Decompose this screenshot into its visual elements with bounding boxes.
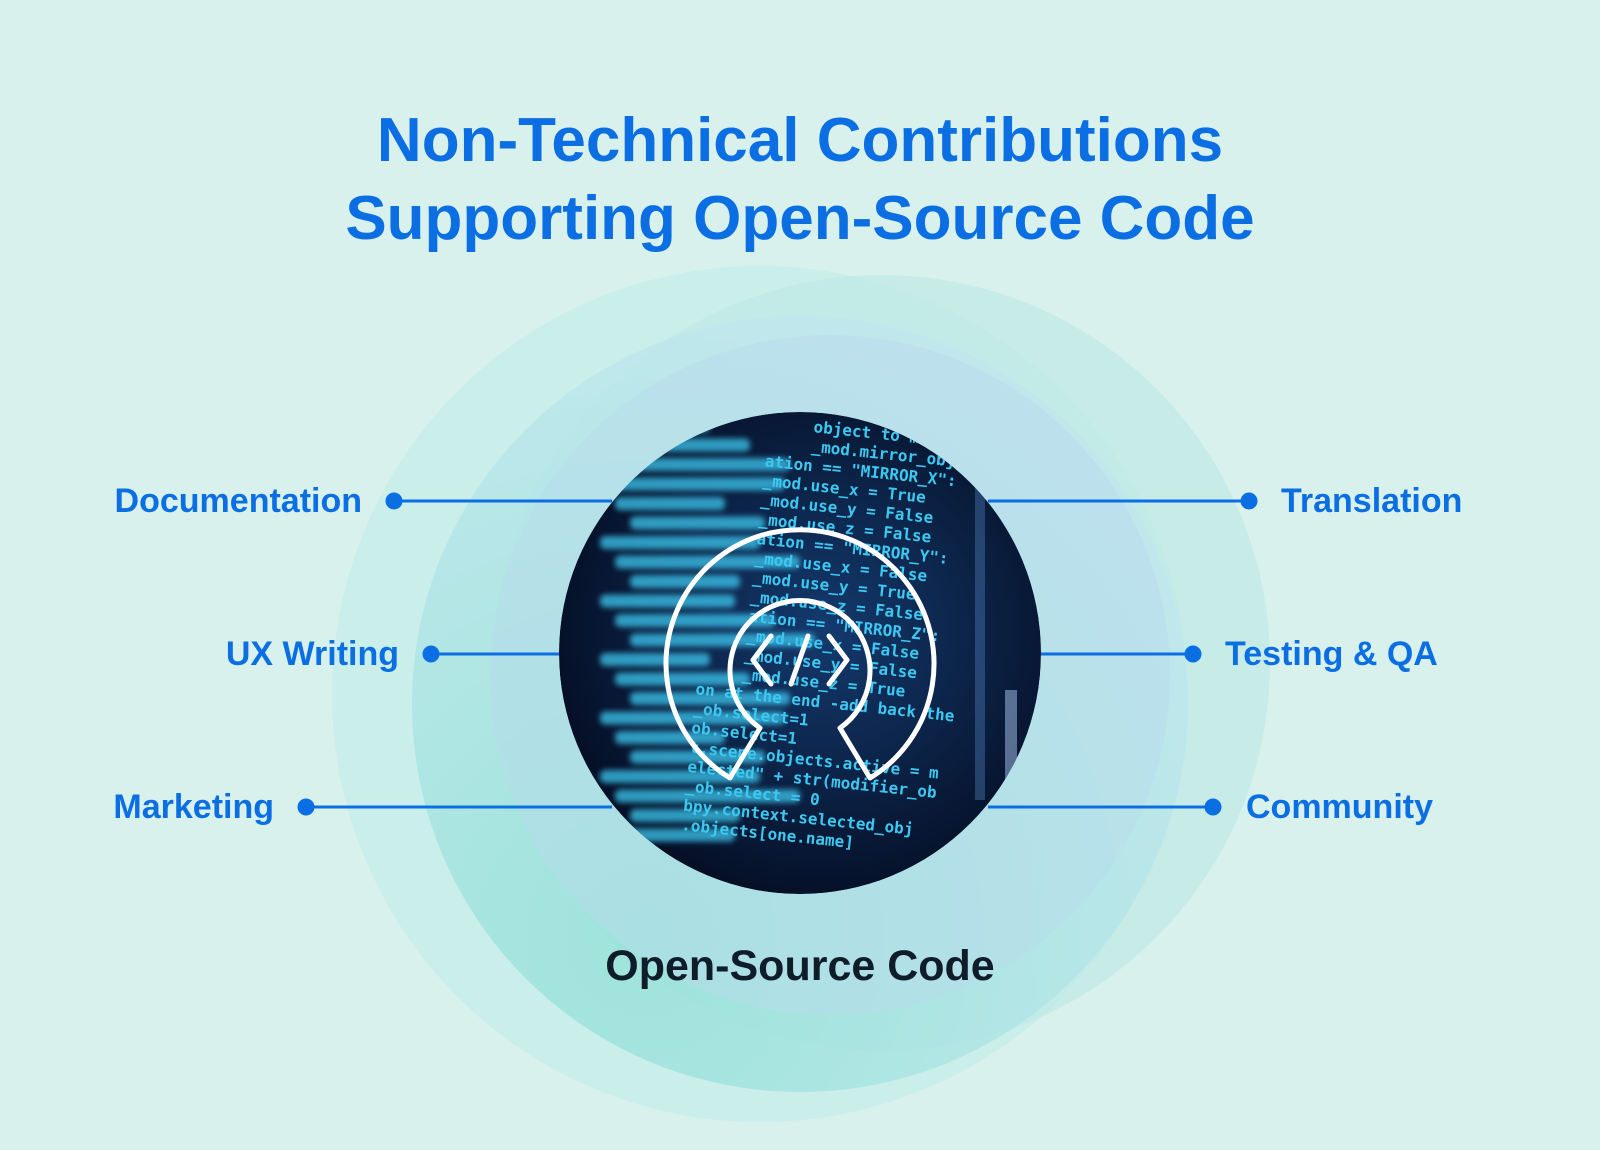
label-ux-writing: UX Writing xyxy=(225,635,399,673)
connector-dot-documentation xyxy=(385,492,403,510)
connector-dot-community xyxy=(1204,798,1222,816)
blurred-code-line xyxy=(615,497,725,510)
page-title: Non-Technical Contributions Supporting O… xyxy=(0,102,1600,258)
blurred-code-line xyxy=(600,477,785,491)
blurred-code-line xyxy=(615,614,775,627)
connector-dot-testing xyxy=(1184,645,1202,663)
label-community: Community xyxy=(1246,788,1433,826)
label-documentation: Documentation xyxy=(114,482,362,520)
blurred-code-line xyxy=(630,458,790,471)
title-line-1: Non-Technical Contributions xyxy=(376,106,1224,175)
label-translation: Translation xyxy=(1281,482,1463,520)
blurred-code-line xyxy=(615,672,750,686)
blurred-code-line xyxy=(630,516,765,530)
blurred-code-line xyxy=(600,711,785,725)
connector-dot-translation xyxy=(1240,492,1258,510)
connector-dot-ux-writing xyxy=(422,645,440,663)
blurred-code-line xyxy=(600,536,760,549)
blurred-code-line xyxy=(630,575,740,588)
blurred-code-line xyxy=(630,809,740,822)
blurred-code-line xyxy=(615,731,725,744)
open-source-code-icon xyxy=(663,527,937,781)
blurred-code-line xyxy=(615,555,800,569)
label-marketing: Marketing xyxy=(113,788,274,826)
blurred-code-line xyxy=(600,594,735,608)
blurred-code-line xyxy=(615,789,800,803)
connector-dot-marketing xyxy=(297,798,315,816)
center-label: Open-Source Code xyxy=(605,942,995,990)
blurred-code-line xyxy=(630,750,765,764)
blurred-code-line xyxy=(600,653,710,666)
title-line-2: Supporting Open-Source Code xyxy=(345,184,1255,253)
label-testing-qa: Testing & QA xyxy=(1225,635,1438,673)
